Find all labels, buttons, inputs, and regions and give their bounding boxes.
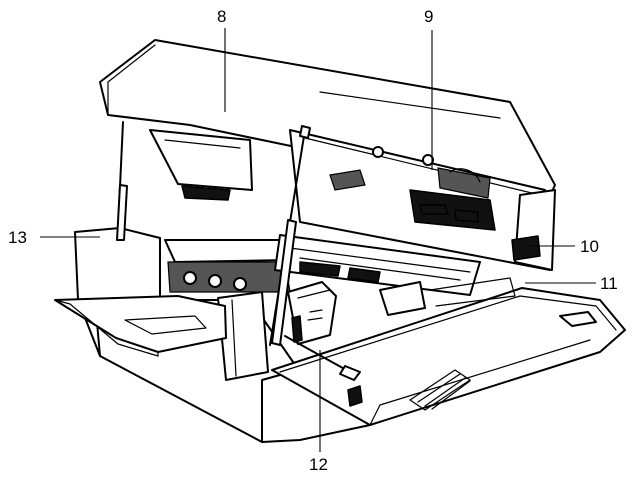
callout-12: 12: [309, 455, 328, 474]
upper-unit: [99, 39, 556, 271]
gas-struts: [116, 121, 311, 346]
front-cover-bed: [271, 287, 626, 426]
callout-9: 9: [424, 7, 433, 26]
callout-11: 11: [600, 274, 618, 293]
callout-10: 10: [580, 237, 599, 256]
callout-8: 8: [217, 7, 226, 26]
cartridge-unit: [284, 281, 361, 381]
output-tray: [54, 295, 227, 357]
callout-13: 13: [8, 228, 27, 247]
